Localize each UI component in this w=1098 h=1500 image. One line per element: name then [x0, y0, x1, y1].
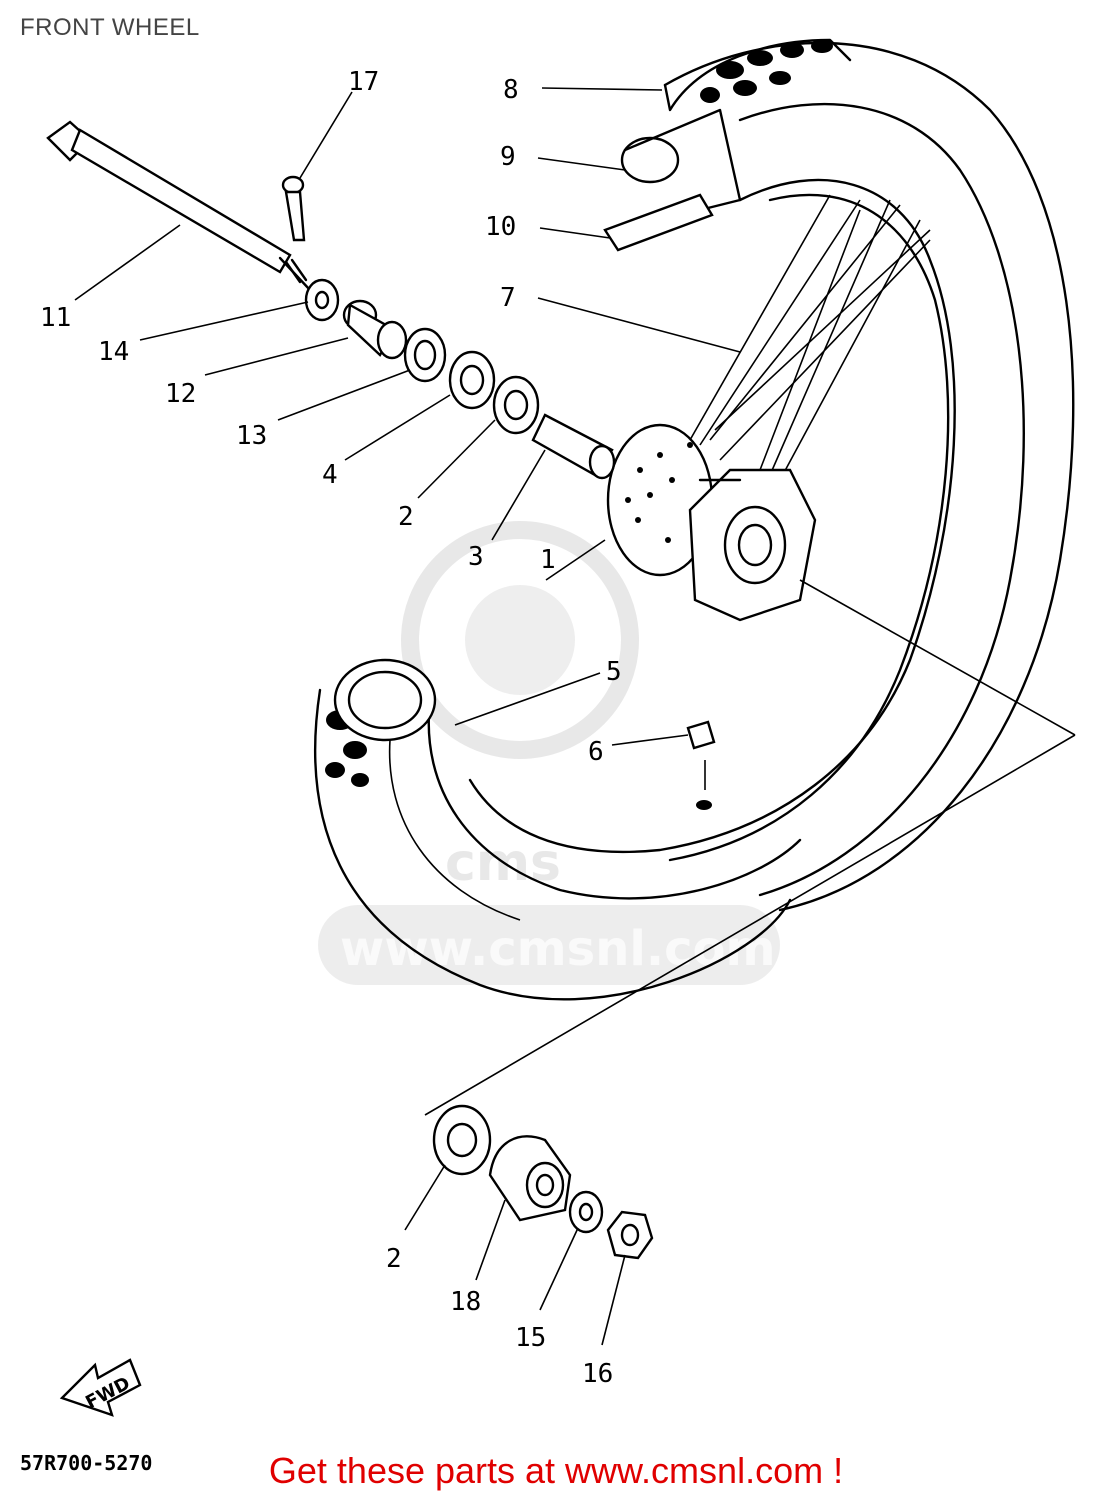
callout-18: 18 — [450, 1287, 481, 1317]
callout-9: 9 — [500, 142, 516, 172]
spokes — [689, 194, 931, 481]
fwd-arrow: FWD — [59, 1358, 142, 1417]
cmsnl-watermark: cms www.cmsnl.com — [318, 521, 780, 985]
collar-18 — [488, 1135, 572, 1222]
hub — [606, 423, 817, 622]
axis-line-diagonal — [424, 734, 1076, 1116]
callout-15: 15 — [515, 1323, 546, 1353]
callout-4: 4 — [322, 460, 338, 490]
leader-lines — [74, 87, 741, 1346]
callout-labels: 1 2 2 3 4 5 6 7 8 9 10 11 12 13 14 15 16… — [40, 67, 622, 1389]
callout-1: 1 — [540, 545, 556, 575]
rim — [333, 108, 956, 862]
promo-banner: Get these parts at www.cmsnl.com ! — [268, 1450, 844, 1491]
spacer-3 — [531, 413, 616, 480]
diagram-part-code: 57R700-5270 — [20, 1451, 152, 1475]
valve-cap — [686, 720, 716, 810]
callout-2-top: 2 — [398, 502, 414, 532]
callout-3: 3 — [468, 542, 484, 572]
callout-16: 16 — [582, 1359, 613, 1389]
callout-11: 11 — [40, 303, 71, 333]
callout-6: 6 — [588, 737, 604, 767]
callout-2-bottom: 2 — [386, 1244, 402, 1274]
callout-10: 10 — [485, 212, 516, 242]
collar-12 — [342, 299, 408, 360]
callout-7: 7 — [500, 283, 516, 313]
axle — [46, 120, 312, 292]
page-title: FRONT WHEEL — [20, 14, 200, 41]
callout-8: 8 — [503, 75, 519, 105]
callout-17: 17 — [348, 67, 379, 97]
callout-14: 14 — [98, 337, 129, 367]
cotter-pin — [281, 175, 306, 242]
axis-line-right — [799, 579, 1076, 736]
callout-12: 12 — [165, 379, 196, 409]
callout-13: 13 — [236, 421, 267, 451]
tire — [313, 38, 1075, 1001]
callout-5: 5 — [606, 657, 622, 687]
